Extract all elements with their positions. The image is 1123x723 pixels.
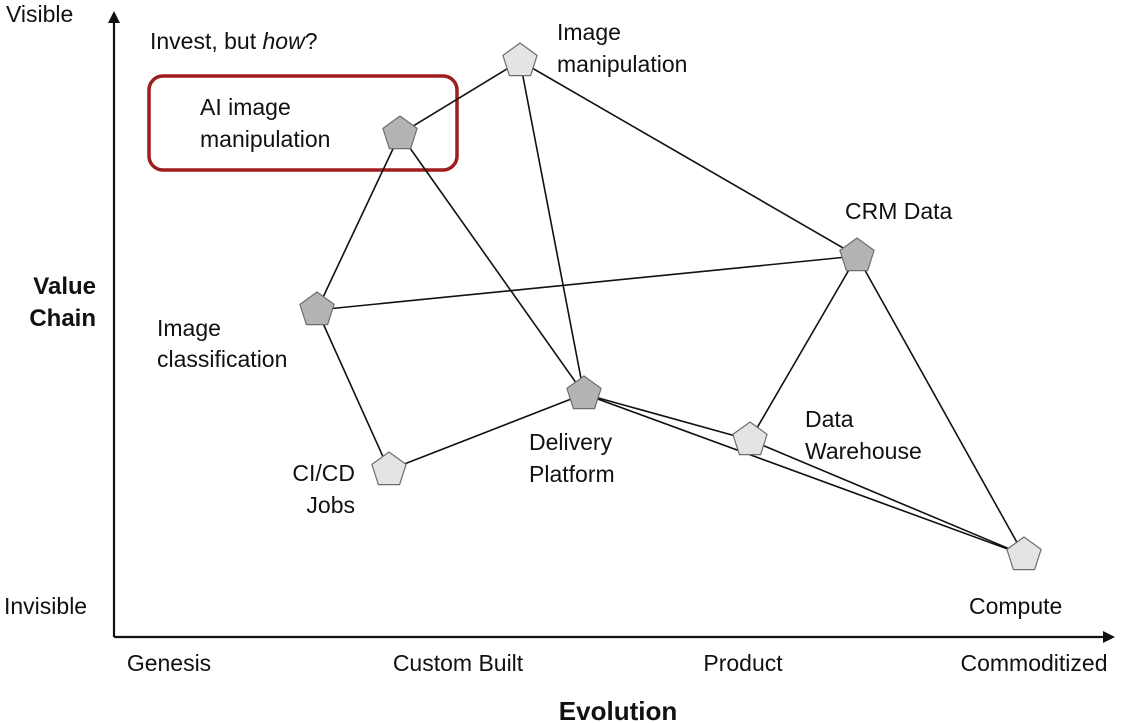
x-stage-product: Product bbox=[703, 650, 783, 676]
y-axis-title-line2: Chain bbox=[29, 305, 96, 332]
node-label-compute: Compute bbox=[969, 593, 1062, 619]
node-img bbox=[502, 42, 538, 77]
y-axis-top-label: Visible bbox=[6, 1, 73, 27]
node-label-image-classification-line1: Image bbox=[157, 315, 221, 341]
edge-dp-cmp bbox=[583, 393, 1025, 556]
node-label-crm-data: CRM Data bbox=[845, 198, 953, 224]
node-label-cicd-jobs-line1: CI/CD bbox=[292, 460, 355, 486]
x-axis-title: Evolution bbox=[559, 696, 677, 723]
node-crm bbox=[839, 237, 875, 272]
edge-img-dp bbox=[519, 60, 585, 395]
value-chain-nodes bbox=[299, 42, 1042, 571]
edge-dp-dw bbox=[583, 393, 751, 441]
node-label-delivery-platform-line1: Delivery bbox=[529, 429, 613, 455]
highlight-box bbox=[147, 74, 459, 172]
invest-annotation-emphasis: how bbox=[263, 28, 307, 54]
node-dw bbox=[732, 421, 768, 456]
node-label-delivery-platform-line2: Platform bbox=[529, 461, 615, 487]
node-label-data-warehouse-line1: Data bbox=[805, 406, 854, 432]
x-stage-genesis: Genesis bbox=[127, 650, 211, 676]
edge-dw-cmp bbox=[749, 439, 1025, 556]
node-label-image-classification-line2: classification bbox=[157, 346, 287, 372]
edge-ai-img bbox=[399, 60, 521, 135]
node-label-ai-image-manipulation-line1: AI image bbox=[200, 94, 291, 120]
node-label-cicd-jobs-line2: Jobs bbox=[306, 492, 355, 518]
x-stage-custom-built: Custom Built bbox=[393, 650, 524, 676]
x-stage-commoditized: Commoditized bbox=[961, 650, 1108, 676]
node-label-data-warehouse-line2: Warehouse bbox=[805, 438, 922, 464]
node-cmp bbox=[1006, 536, 1042, 571]
edge-ai-dp bbox=[399, 133, 585, 395]
edge-img-crm bbox=[519, 60, 858, 257]
invest-annotation-prefix: Invest, but bbox=[150, 28, 263, 54]
edge-cls-cicd bbox=[316, 309, 390, 471]
edge-ai-cls bbox=[316, 133, 401, 311]
node-cls bbox=[299, 291, 335, 326]
invest-annotation-suffix: ? bbox=[305, 28, 318, 54]
edge-cls-crm bbox=[316, 255, 858, 311]
y-axis-bottom-label: Invisible bbox=[4, 593, 87, 619]
edge-crm-dw bbox=[749, 255, 858, 441]
node-label-image-manipulation-line1: Image bbox=[557, 19, 621, 45]
node-dp bbox=[566, 375, 602, 410]
node-cicd bbox=[371, 451, 407, 486]
dependency-edges bbox=[316, 60, 1025, 556]
axes bbox=[108, 11, 1115, 643]
edge-crm-cmp bbox=[856, 255, 1025, 556]
invest-annotation: Invest, but how? bbox=[150, 28, 318, 54]
node-label-image-manipulation-line2: manipulation bbox=[557, 51, 687, 77]
y-axis-title-line1: Value bbox=[33, 273, 96, 300]
node-label-ai-image-manipulation-line2: manipulation bbox=[200, 126, 330, 152]
edge-cicd-dp bbox=[388, 393, 585, 471]
node-ai bbox=[382, 115, 418, 150]
node-labels: AI image manipulation Image manipulation… bbox=[157, 19, 1062, 619]
